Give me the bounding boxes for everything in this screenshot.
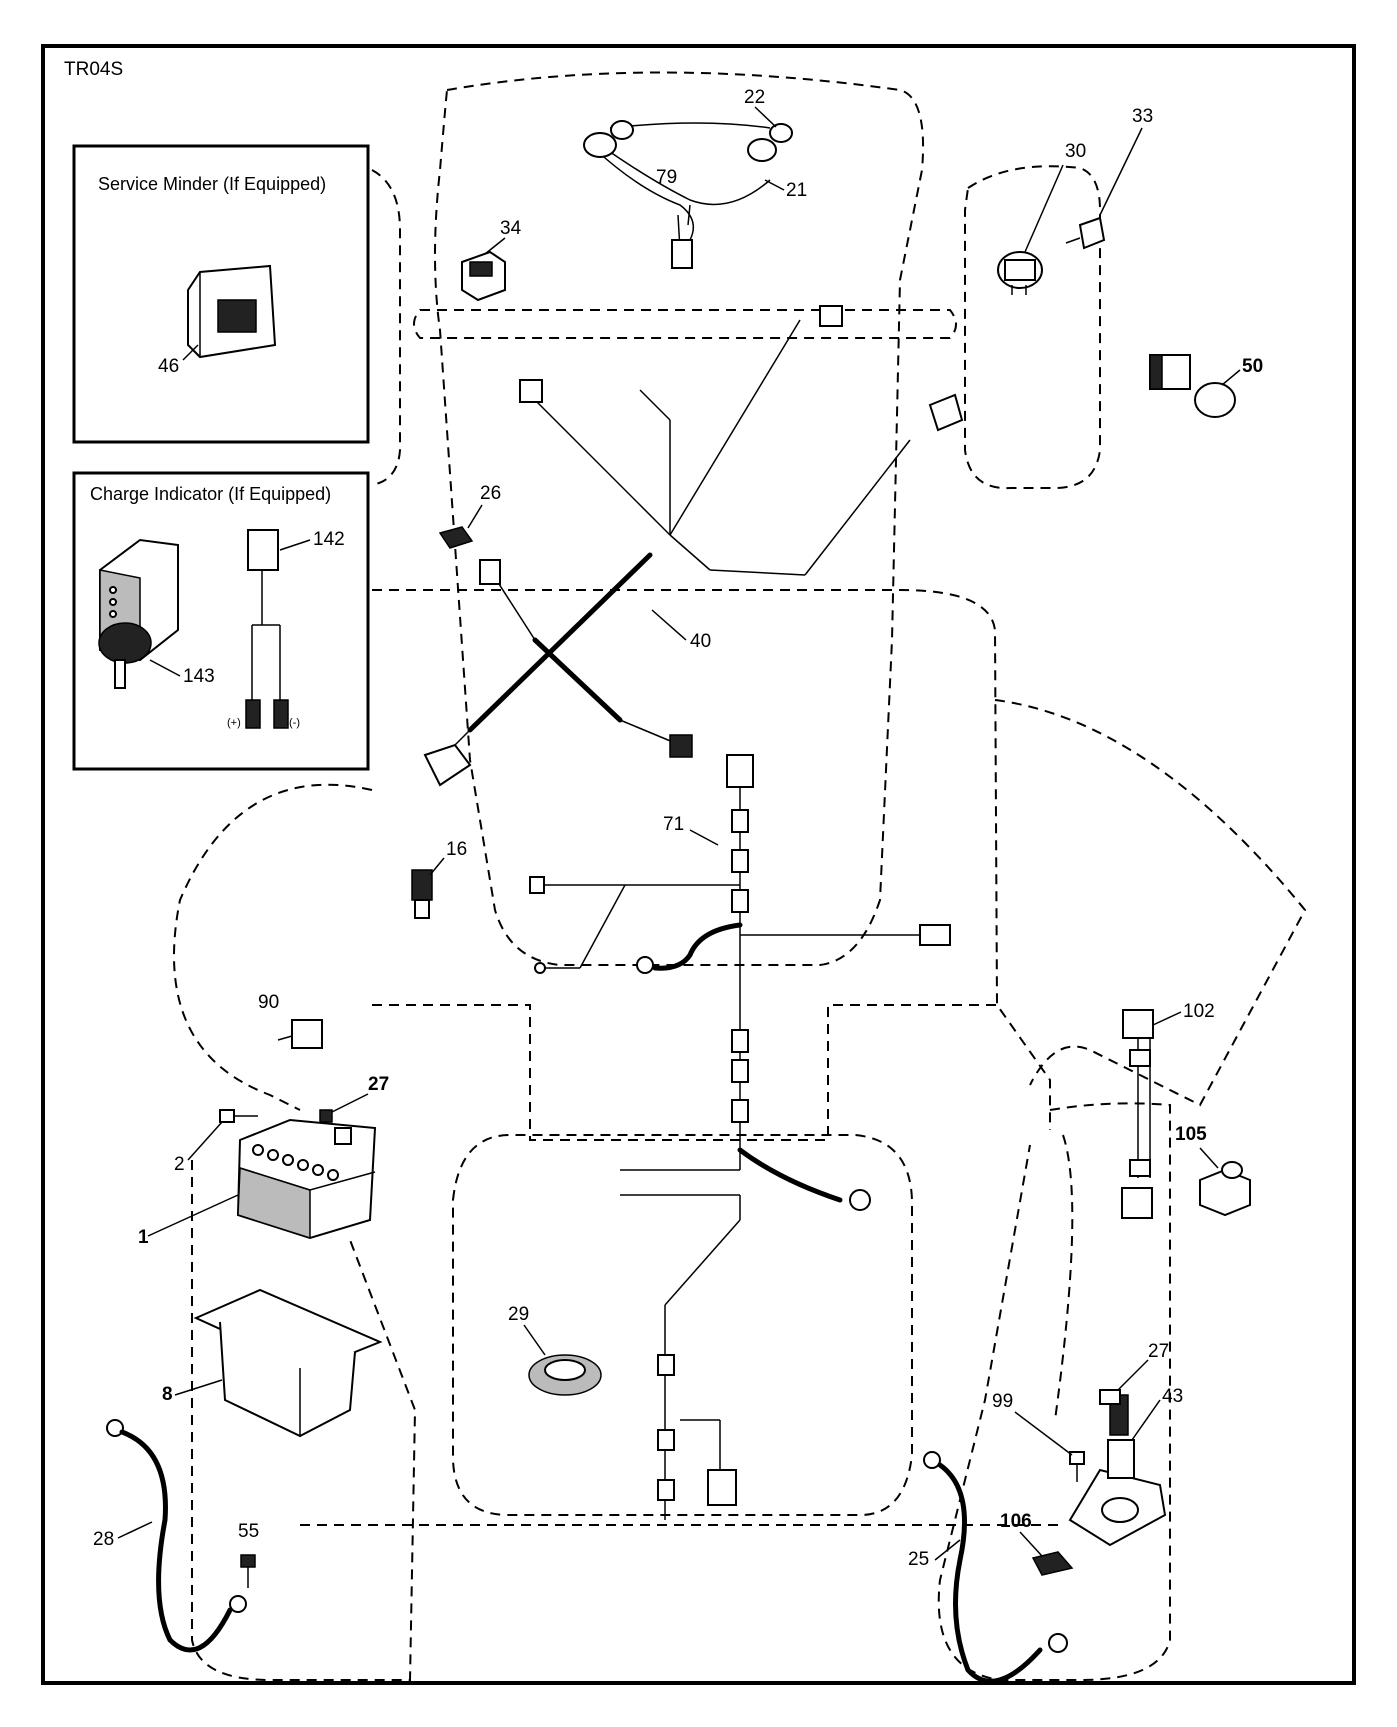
headlight-harness <box>583 120 793 269</box>
callout-29: 29 <box>508 1304 529 1325</box>
diagram-frame <box>41 44 1356 1685</box>
callout-50: 50 <box>1242 356 1263 377</box>
clip-106-icon <box>1031 1551 1074 1576</box>
callout-1: 1 <box>138 1227 149 1248</box>
relay-102-harness <box>1121 1009 1154 1219</box>
battery-icon <box>236 1118 377 1240</box>
callout-33: 33 <box>1132 106 1153 127</box>
battery-tray-icon <box>193 1288 383 1438</box>
switch-34-icon <box>461 250 506 302</box>
bolt-2-icon <box>219 1109 258 1123</box>
main-harness <box>423 305 964 787</box>
callout-40: 40 <box>690 631 711 652</box>
callout-21: 21 <box>786 180 807 201</box>
diagram-code: TR04S <box>64 59 123 80</box>
bolt-55-icon <box>240 1554 256 1588</box>
minus-terminal-label: (-) <box>289 717 300 729</box>
callout-22: 22 <box>744 87 765 108</box>
callout-2: 2 <box>174 1154 185 1175</box>
callout-43: 43 <box>1162 1386 1183 1407</box>
service-minder-inset: Service Minder (If Equipped) 46 <box>72 144 370 444</box>
callout-99: 99 <box>992 1391 1013 1412</box>
callout-143: 143 <box>183 666 215 687</box>
callout-46: 46 <box>158 356 179 377</box>
callout-26: 26 <box>480 483 501 504</box>
callout-8: 8 <box>162 1384 173 1405</box>
callout-55: 55 <box>238 1521 259 1542</box>
callout-105: 105 <box>1175 1124 1207 1145</box>
relay-16-icon <box>411 869 433 919</box>
callout-142: 142 <box>313 529 345 550</box>
ignition-switch-icon <box>997 251 1043 295</box>
callout-102: 102 <box>1183 1001 1215 1022</box>
callout-16: 16 <box>446 839 467 860</box>
bolt-99-icon <box>1069 1451 1085 1482</box>
charge-indicator-inset: Charge Indicator (If Equipped) 142 143 (… <box>72 471 370 771</box>
tractor-outline <box>173 71 1307 1681</box>
callout-30: 30 <box>1065 141 1086 162</box>
service-minder-module-icon <box>187 264 277 359</box>
callout-90: 90 <box>258 992 279 1013</box>
ground-cable-28 <box>106 1419 247 1653</box>
callout-28: 28 <box>93 1529 114 1550</box>
solenoid-105-icon <box>1199 1161 1251 1217</box>
battery-cells-icon <box>252 1144 339 1181</box>
charge-indicator-module-icon <box>98 538 179 689</box>
ignition-key-icon <box>1065 216 1106 250</box>
plus-terminal-label: (+) <box>227 717 241 729</box>
grommet-29-icon <box>528 1354 602 1396</box>
nut-27-starter-icon <box>1099 1389 1121 1405</box>
callout-79: 79 <box>656 167 677 188</box>
callout-71: 71 <box>663 814 684 835</box>
charge-indicator-title: Charge Indicator (If Equipped) <box>90 484 331 504</box>
ground-cable-25 <box>923 1451 1068 1684</box>
service-minder-title: Service Minder (If Equipped) <box>98 174 326 194</box>
pto-switch-icon <box>1149 354 1236 418</box>
callout-34: 34 <box>500 218 522 239</box>
solenoid-90-icon <box>277 1019 323 1049</box>
starter-motor-icon <box>1068 1394 1167 1547</box>
callout-27-starter: 27 <box>1148 1341 1169 1362</box>
fuse-26-icon <box>438 526 474 549</box>
callout-106: 106 <box>1000 1511 1032 1532</box>
nut-27-battery-icon <box>319 1109 333 1123</box>
charge-indicator-harness-icon <box>245 529 289 729</box>
callout-27-battery: 27 <box>368 1074 389 1095</box>
callout-25: 25 <box>908 1549 929 1570</box>
harness-71 <box>529 754 951 1520</box>
